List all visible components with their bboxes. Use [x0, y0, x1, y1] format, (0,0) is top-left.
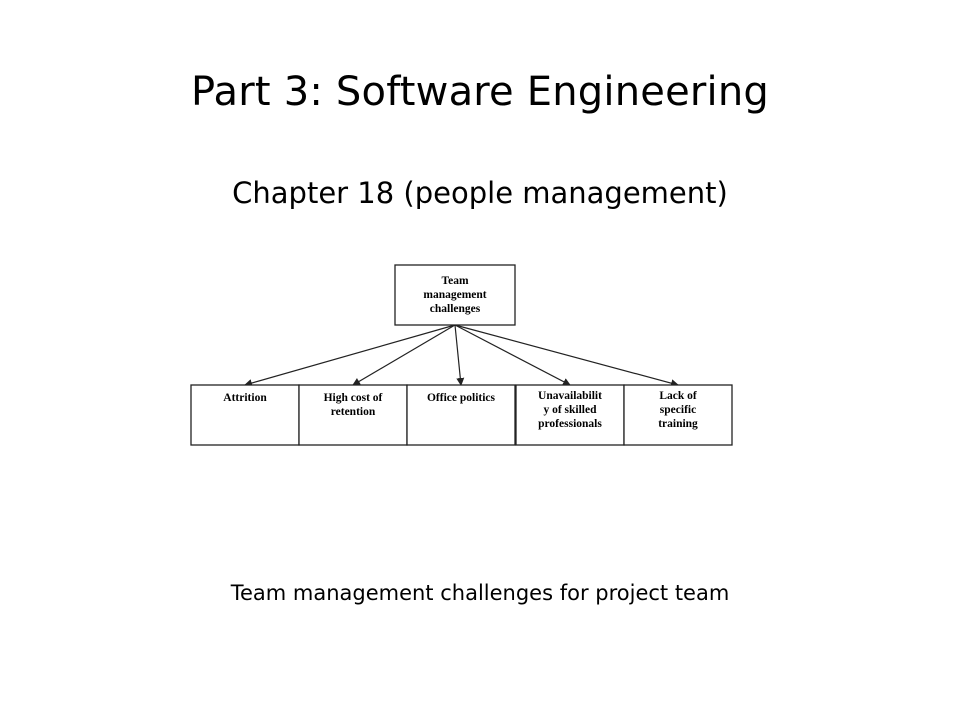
- child-node-line: retention: [330, 406, 376, 418]
- child-node-line: specific: [659, 404, 697, 416]
- child-node-line: y of skilled: [543, 404, 597, 416]
- child-node: High cost of retention: [299, 385, 407, 445]
- child-node: Unavailabilit y of skilled professionals: [516, 385, 624, 445]
- child-node-box: [406, 384, 516, 446]
- figure-caption: Team management challenges for project t…: [230, 581, 730, 605]
- child-node-line: professionals: [538, 418, 602, 430]
- root-node-line: challenges: [429, 303, 481, 315]
- connector-arrow: [352, 324, 456, 386]
- diagram-connectors: [190, 264, 733, 446]
- slide-subtitle: Chapter 18 (people management): [232, 176, 728, 210]
- child-node-line: Unavailabilit: [538, 390, 602, 402]
- child-node-line: Lack of: [659, 390, 697, 402]
- child-node-line: Office politics: [426, 392, 496, 404]
- connector-arrow: [244, 324, 456, 387]
- child-node-box: [515, 384, 625, 446]
- connector-arrow: [454, 324, 679, 388]
- child-node: Lack of specific training: [624, 385, 732, 445]
- connector-arrow: [454, 324, 465, 386]
- connector-arrow: [454, 324, 571, 386]
- root-node-line: management: [423, 289, 487, 301]
- slide-title: Part 3: Software Engineering: [191, 69, 769, 115]
- child-node-line: Attrition: [223, 392, 267, 404]
- root-node-line: Team: [441, 275, 469, 287]
- root-node-box: [394, 264, 516, 326]
- child-node-box: [623, 384, 733, 446]
- child-node: Attrition: [191, 385, 299, 445]
- child-node-line: High cost of: [323, 392, 383, 404]
- child-node-box: [190, 384, 300, 446]
- child-node-line: training: [658, 418, 698, 430]
- root-node: Team management challenges: [395, 265, 515, 325]
- child-node: Office politics: [407, 385, 515, 445]
- child-node-box: [298, 384, 408, 446]
